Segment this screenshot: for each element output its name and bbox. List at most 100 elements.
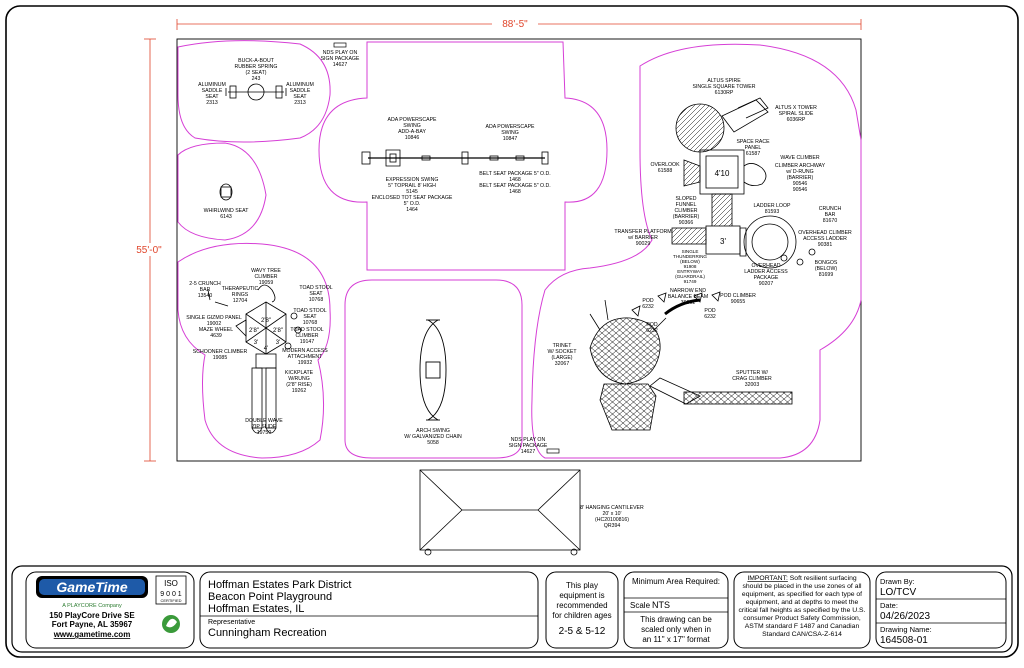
arch-line-3: 5058 <box>427 440 439 446</box>
wavy-line-2: CLIMBER <box>254 274 277 280</box>
wave-line-2: CLIMBER ARCHWAY <box>775 163 826 169</box>
kick-line-2: W/RUNG <box>288 376 310 382</box>
ada-right-line-3: 10847 <box>503 136 518 142</box>
date-label: Date: <box>880 601 898 610</box>
pod-climber-line-1: POD CLIMBER <box>720 293 756 299</box>
address-line-2: Fort Payne, AL 35967 <box>52 620 133 629</box>
crunch-left-line-2: BAR <box>200 287 211 293</box>
kick-line-4: 19262 <box>292 388 307 394</box>
iso-text: ISO <box>164 579 178 588</box>
sputter-line-2: CRAG CLIMBER <box>732 376 772 382</box>
double-wave-line-1: DOUBLE WAVE <box>245 418 283 424</box>
overhead-climber-line-2: ACCESS LADDER <box>803 236 847 242</box>
overhead-pkg-line-4: 90207 <box>759 281 774 287</box>
project-line-2: Beacon Point Playground <box>208 591 332 603</box>
tot-deck-6: 3' <box>276 340 280 346</box>
therapeutic-line-1: THERAPEUTIC <box>222 286 259 292</box>
wave-line-1: WAVE CLIMBER <box>780 155 819 161</box>
nds-top-line-2: SIGN PACKAGE <box>321 56 360 62</box>
nds-top-line-1: NDS PLAY ON <box>323 50 358 56</box>
nds-bottom-line-2: SIGN PACKAGE <box>509 443 548 449</box>
expression-line-4: ENCLOSED TOT SEAT PACKAGE <box>372 195 453 201</box>
arch-line-1: ARCH SWING <box>416 428 450 434</box>
trinet-line-3: (LARGE) <box>551 355 572 361</box>
toad1-line-3: 10768 <box>309 297 324 303</box>
logo-tagline: A PLAYCORE Company <box>62 603 122 609</box>
height-label: 55'-0" <box>136 245 162 256</box>
alum-right-line-1: ALUMINUM <box>286 82 314 88</box>
toad1-line-1: TOAD STOOL <box>299 285 332 291</box>
ada-right-line-1: ADA POWERSCAPE <box>485 124 535 130</box>
thunder-line-7: 91749 <box>684 279 697 284</box>
alum-right-line-2: SADDLE <box>290 88 311 94</box>
wavy-line-3: 19059 <box>259 280 274 286</box>
modern-line-1: MODERN ACCESS <box>282 348 328 354</box>
tot-deck-1: 2'8" <box>261 318 271 324</box>
toad-climber-line-2: CLIMBER <box>295 333 318 339</box>
cantilever-line-2: 20' x 10' <box>603 511 622 517</box>
thunder-line-2: THUNDERRING <box>673 254 707 259</box>
maze-line-1: MAZE WHEEL <box>199 327 233 333</box>
expression-line-2: 5" TOPRAIL 8' HIGH <box>388 183 436 189</box>
age-note-2: equipment is <box>559 591 604 600</box>
iso-number: 9 0 0 1 <box>160 591 182 598</box>
ada-left-line-1: ADA POWERSCAPE <box>387 117 437 123</box>
important-text-7: ASTM standard F 1487 and Canadian <box>745 623 860 630</box>
tot-deck-2: 2'8" <box>249 328 259 334</box>
belt-seat-line-1: BELT SEAT PACKAGE 5" O.D. <box>479 171 550 177</box>
bongos-line-2: (BELOW) <box>815 266 837 272</box>
cantilever-line-4: QR394 <box>604 523 621 529</box>
nds-bottom-line-1: NDS PLAY ON <box>511 437 546 443</box>
double-wave-line-3: 19750 <box>257 430 272 436</box>
pod3-line-1: POD <box>704 308 715 314</box>
iso-badge: ISO 9 0 0 1 CERTIFIED <box>155 575 187 605</box>
space-race-line-1: SPACE RACE <box>736 139 770 145</box>
drawn-by-value: LO/TCV <box>880 587 916 598</box>
alum-right-line-3: SEAT <box>293 94 307 100</box>
wave-line-4: (BARRIER) <box>787 175 814 181</box>
whirlwind-line-1: WHIRLWIND SEAT <box>204 208 250 214</box>
scale-label: Scale <box>630 601 651 610</box>
tot-structure <box>207 284 302 434</box>
expression-line-5: 5" O.D. <box>404 201 421 207</box>
sloped-line-2: FUNNEL <box>676 202 697 208</box>
sheet-border <box>5 5 1019 658</box>
important-text-2: should be placed in the use zones of all <box>742 583 862 590</box>
use-zone-buck-a-bout <box>177 40 331 143</box>
beam-line-1: NARROW END <box>670 288 706 294</box>
scale-value: NTS <box>652 600 670 610</box>
thunder-line-5: ENTRYWAY <box>677 269 702 274</box>
important-line-1: IMPORTANT: Soft resilient surfacing <box>747 575 857 582</box>
alum-left-line-3: SEAT <box>205 94 219 100</box>
use-zone-swings <box>318 41 608 271</box>
crunch-right-line-2: BAR <box>825 212 836 218</box>
use-zone-tower-structure <box>531 43 862 459</box>
trinet-equipment <box>589 299 667 431</box>
gizmo-line-2: 19002 <box>207 321 222 327</box>
beam-line-3: 36062 <box>681 300 696 306</box>
buck-a-bout-line-2: RUBBER SPRING <box>235 64 278 70</box>
overhead-pkg-line-2: LADDER ACCESS <box>744 269 788 275</box>
overlook-line-2: 61588 <box>658 168 673 174</box>
pod3-line-2: 6232 <box>704 314 716 320</box>
tower-b-height: 3' <box>720 237 726 246</box>
altus-spire-line-1: ALTUS SPIRE <box>707 78 741 84</box>
expression-line-3: 5145 <box>406 189 418 195</box>
cantilever-line-1: 8' HANGING CANTILEVER <box>580 505 644 511</box>
ladder-loop-line-1: LADDER LOOP <box>754 203 791 209</box>
drawing-name-label: Drawing Name: <box>880 625 932 634</box>
use-zone-whirlwind <box>177 142 267 241</box>
buck-a-bout-line-4: 243 <box>252 76 261 82</box>
crunch-left-line-1: 2-5 CRUNCH <box>189 281 221 287</box>
bongos-line-1: BONGOS <box>815 260 838 266</box>
trinet-line-4: 32067 <box>555 361 570 367</box>
nds-sign-top: NDS PLAY ON SIGN PACKAGE 14627 <box>321 42 360 68</box>
tot-deck-heights: 2'8" 2'8" 2'8" 3' 4' 3' <box>249 318 283 352</box>
crunch-left-line-3: 13540 <box>198 293 213 299</box>
use-zone-arch-swing <box>344 279 523 459</box>
website-link[interactable]: www.gametime.com <box>53 630 131 639</box>
alum-right-line-4: 2313 <box>294 100 306 106</box>
use-zones <box>177 40 862 459</box>
pod1-line-2: 6232 <box>642 304 654 310</box>
whirlwind-seat-equipment <box>219 183 233 201</box>
